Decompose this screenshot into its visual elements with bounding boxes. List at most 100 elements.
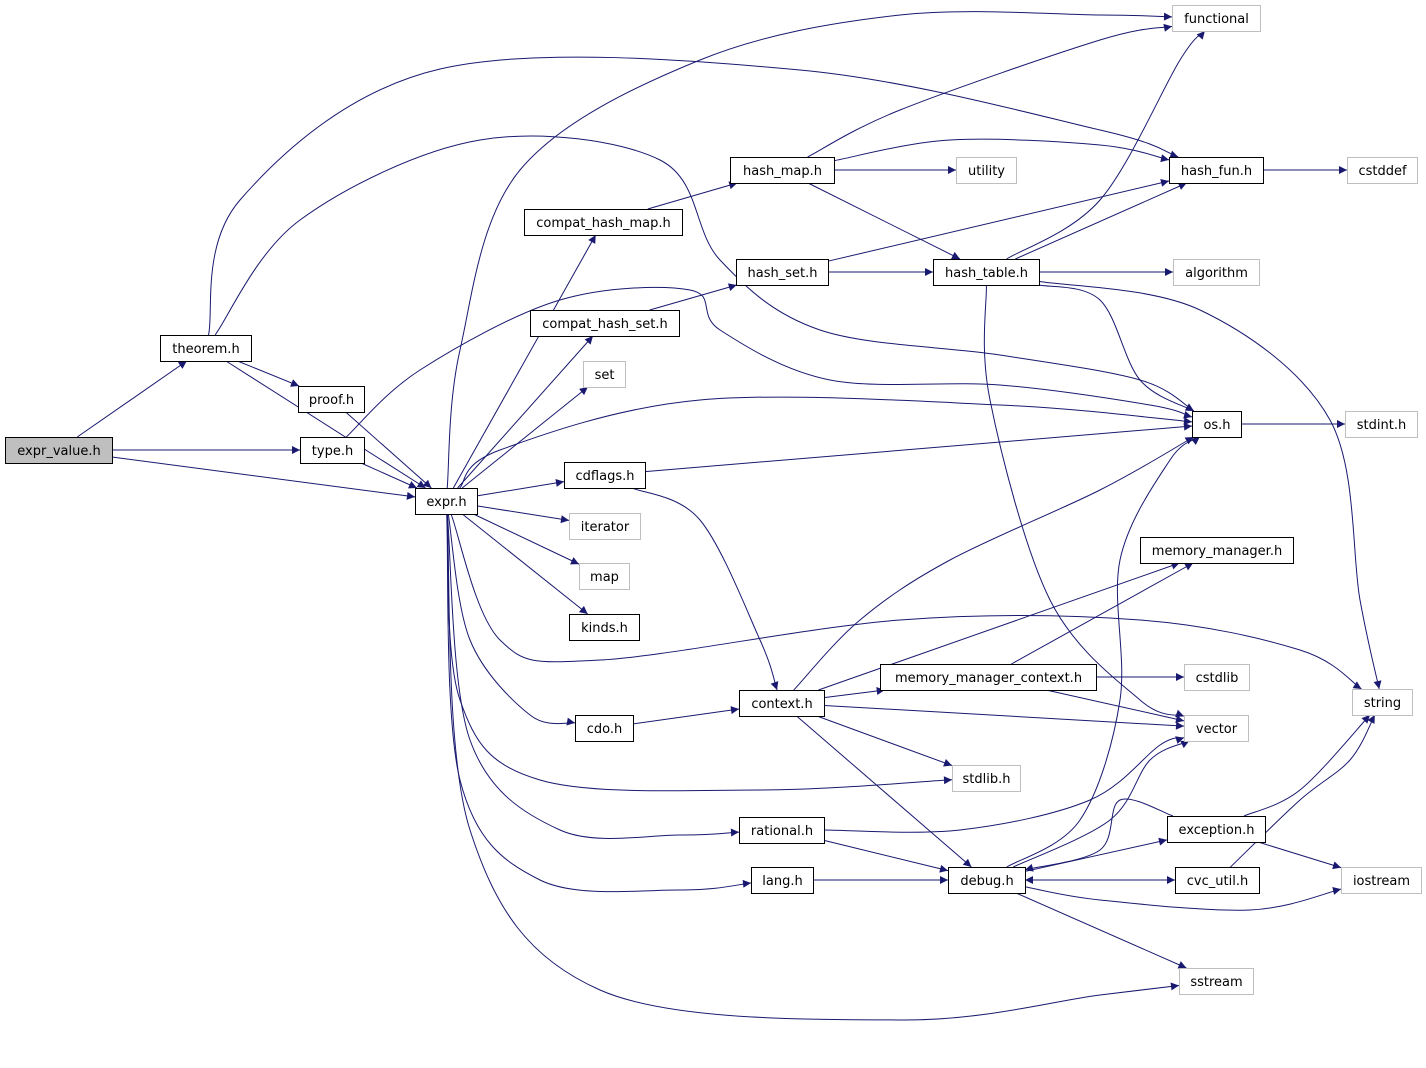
node-box [530, 310, 680, 337]
edge-hash_table-to-string [1038, 280, 1382, 690]
node-kinds[interactable]: kinds.h [569, 614, 640, 641]
node-lang[interactable]: lang.h [751, 867, 814, 894]
node-label: proof.h [309, 393, 354, 408]
edge-compat_hash_map-to-hash_map [647, 181, 738, 210]
node-utility: utility [956, 157, 1017, 184]
node-box [1184, 715, 1249, 742]
edge-cdflags-to-os [644, 422, 1193, 473]
node-context[interactable]: context.h [739, 690, 825, 717]
node-box [1184, 664, 1250, 691]
node-box [739, 817, 825, 844]
node-vector: vector [1184, 715, 1249, 742]
node-box [160, 335, 252, 362]
node-box [751, 867, 814, 894]
node-os[interactable]: os.h [1192, 411, 1242, 438]
node-label: theorem.h [172, 342, 239, 357]
node-label: memory_manager_context.h [895, 671, 1082, 686]
node-label: string [1364, 696, 1401, 711]
node-compat-hash-set[interactable]: compat_hash_set.h [530, 310, 680, 337]
node-label: memory_manager.h [1152, 544, 1282, 559]
node-box [1192, 411, 1242, 438]
node-cvc-util[interactable]: cvc_util.h [1175, 867, 1260, 894]
edge-theorem-to-hash_fun [208, 56, 1179, 336]
node-memory-manager-context[interactable]: memory_manager_context.h [880, 664, 1097, 691]
edge-hash_table-to-vector [983, 284, 1185, 718]
node-label: cstdlib [1196, 671, 1239, 686]
edge-expr-to-set [461, 386, 589, 489]
node-box [739, 690, 825, 717]
node-hash-set[interactable]: hash_set.h [736, 259, 829, 286]
edge-cdflags-to-context [631, 487, 779, 691]
node-string: string [1352, 689, 1413, 716]
node-map: map [579, 563, 630, 590]
node-box [1140, 537, 1294, 564]
node-label: vector [1196, 722, 1238, 737]
node-label: cdo.h [587, 722, 623, 737]
edge-debug-to-iostream [1024, 886, 1342, 911]
edge-expr_value-to-expr [111, 456, 416, 500]
edge-hash_map-to-hash_fun [833, 138, 1170, 163]
node-box [575, 715, 634, 742]
node-hash-map[interactable]: hash_map.h [730, 157, 835, 184]
node-expr[interactable]: expr.h [415, 488, 478, 515]
node-type[interactable]: type.h [300, 437, 365, 464]
node-box [415, 488, 478, 515]
edge-expr-to-functional [446, 11, 1173, 489]
edge-expr-to-stdlib [446, 513, 953, 792]
node-box [952, 765, 1021, 792]
node-memory-manager[interactable]: memory_manager.h [1140, 537, 1294, 564]
node-box [880, 664, 1097, 691]
node-debug[interactable]: debug.h [948, 867, 1026, 894]
node-cdo[interactable]: cdo.h [575, 715, 634, 742]
node-label: cstddef [1358, 164, 1407, 179]
edge-expr-to-cdo [447, 513, 576, 726]
node-sstream: sstream [1179, 968, 1254, 995]
edge-expr-to-lang [446, 513, 752, 893]
edge-debug-to-vector [1013, 740, 1190, 868]
node-box [933, 259, 1040, 286]
node-iostream: iostream [1341, 867, 1422, 894]
node-box [1173, 259, 1260, 286]
node-label: algorithm [1185, 266, 1248, 281]
node-box [569, 513, 641, 540]
node-theorem[interactable]: theorem.h [160, 335, 252, 362]
node-rational[interactable]: rational.h [739, 817, 825, 844]
node-cdflags[interactable]: cdflags.h [564, 462, 646, 489]
edge-exception-to-string [1243, 714, 1371, 817]
edge-type-to-expr [360, 462, 418, 489]
node-box [1352, 689, 1413, 716]
node-proof[interactable]: proof.h [298, 386, 365, 413]
node-functional: functional [1172, 5, 1261, 32]
node-label: hash_map.h [743, 164, 822, 179]
edge-expr-to-rational [446, 513, 740, 840]
edge-hash_table-to-hash_fun [1015, 182, 1187, 260]
node-box [1167, 816, 1266, 843]
edge-context-to-vector [823, 704, 1185, 730]
node-box [730, 157, 835, 184]
node-label: hash_table.h [945, 266, 1028, 281]
node-label: context.h [751, 697, 812, 712]
node-box [583, 361, 626, 388]
node-box [1179, 968, 1254, 995]
node-label: compat_hash_map.h [536, 216, 671, 231]
node-label: iterator [581, 520, 630, 535]
node-compat-hash-map[interactable]: compat_hash_map.h [524, 209, 683, 236]
node-label: sstream [1190, 975, 1242, 990]
node-label: kinds.h [581, 621, 628, 636]
node-exception[interactable]: exception.h [1167, 816, 1266, 843]
node-label: stdlib.h [963, 772, 1011, 787]
node-box [569, 614, 640, 641]
node-expr-value[interactable]: expr_value.h [5, 437, 113, 464]
node-hash-table[interactable]: hash_table.h [933, 259, 1040, 286]
node-box [1175, 867, 1260, 894]
edge-rational-to-debug [823, 839, 949, 873]
node-label: set [595, 368, 615, 383]
node-cstddef: cstddef [1347, 157, 1418, 184]
edge-hash_set-to-hash_fun [827, 178, 1170, 262]
node-label: cdflags.h [576, 469, 635, 484]
node-label: map [590, 570, 619, 585]
node-label: expr_value.h [17, 444, 100, 459]
node-hash-fun[interactable]: hash_fun.h [1169, 157, 1264, 184]
edge-expr-to-cdflags [476, 478, 565, 497]
edge-hash_table-to-os [1038, 284, 1195, 412]
